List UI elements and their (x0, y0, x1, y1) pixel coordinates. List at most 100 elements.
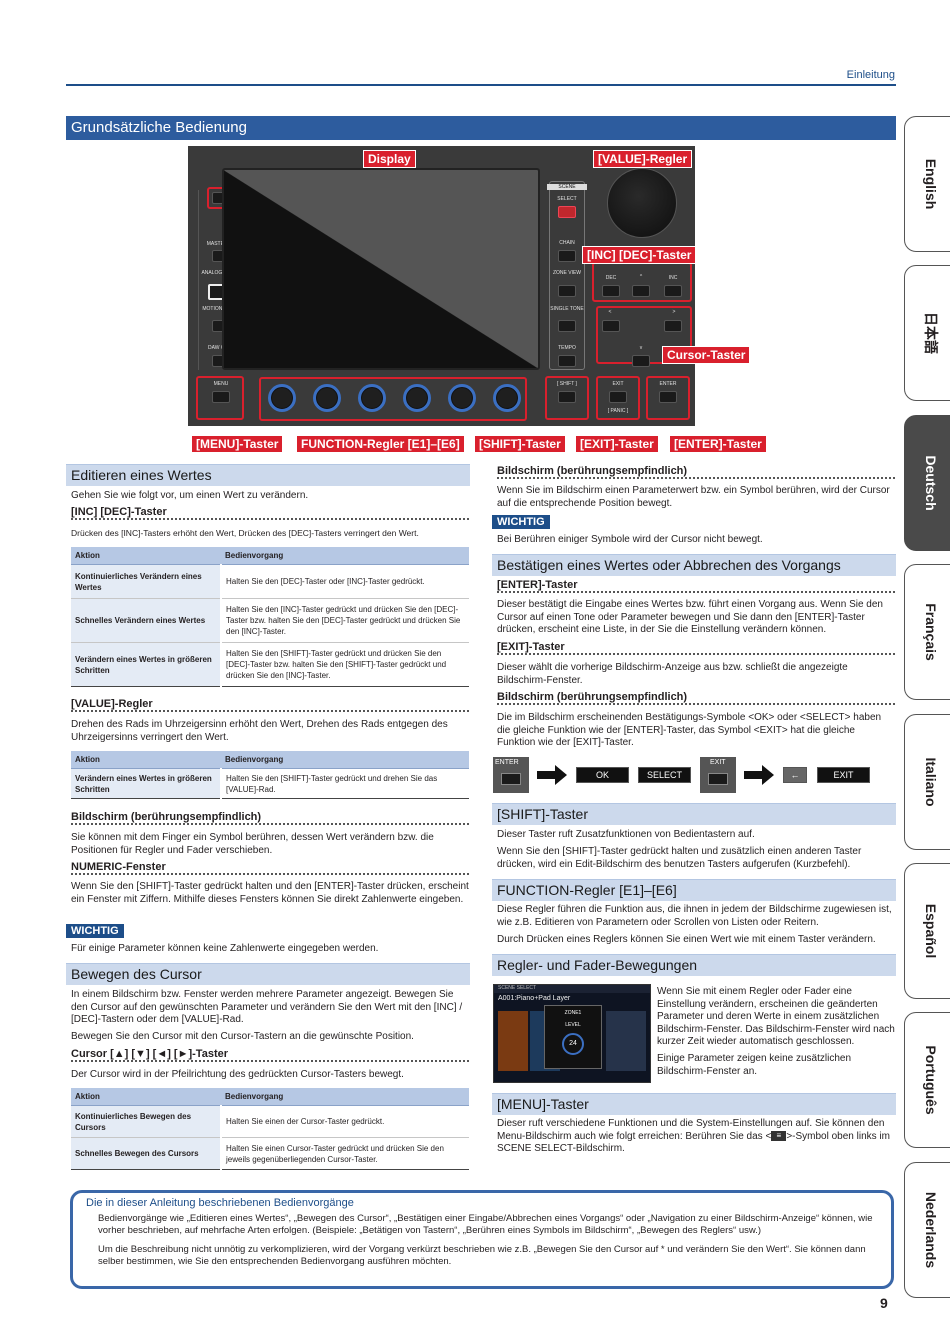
moves-p2: Einige Parameter zeigen keine zusätzlich… (657, 1053, 851, 1077)
language-tab[interactable]: Nederlands (904, 1162, 950, 1298)
function-knob-e3[interactable] (358, 384, 386, 412)
callout-cursor: Cursor-Taster (662, 346, 751, 364)
menu-button[interactable] (212, 391, 230, 403)
language-tab[interactable]: Français (904, 564, 950, 700)
function-knob-e1[interactable] (268, 384, 296, 412)
exit-heading: [EXIT]-Taster (497, 641, 895, 655)
shift-highlight (545, 376, 589, 420)
exit-screen-button[interactable]: EXIT (817, 767, 870, 783)
ok-button[interactable]: OK (576, 767, 629, 783)
cursor-left-button[interactable] (602, 320, 620, 332)
function-knob-e5[interactable] (448, 384, 476, 412)
language-tab[interactable]: English (904, 116, 950, 252)
menu-icon: ≡ (771, 1130, 787, 1141)
label-tempo: TEMPO (558, 345, 576, 351)
label-enter: ENTER (659, 381, 677, 387)
function-knobs-highlight (259, 377, 527, 421)
section-edit-value: Editieren eines Wertes (66, 464, 470, 486)
cursor-right-button[interactable] (664, 320, 682, 332)
callout-display: Display (363, 150, 416, 168)
shift-button[interactable] (558, 391, 576, 403)
language-tab-label: Français (923, 603, 939, 661)
enter-key-graphic: ENTER (493, 757, 529, 793)
display-screen[interactable] (222, 168, 540, 370)
touch-heading-confirm: Bildschirm (berührungsempfindlich) (497, 691, 895, 705)
callout-shift: [SHIFT]-Taster (474, 435, 566, 453)
language-tab-label: English (923, 158, 939, 210)
label-master-fx: MASTER FX (206, 241, 236, 247)
section-menu: [MENU]-Taster (492, 1093, 896, 1115)
col-header: Bedienvorgang (221, 547, 469, 565)
table-cell: Halten Sie einen Cursor-Taster gedrückt … (221, 1137, 469, 1170)
enter-heading: [ENTER]-Taster (497, 579, 895, 593)
exit-highlight (596, 376, 640, 420)
exit-button[interactable] (609, 391, 627, 403)
back-button[interactable]: ← (783, 767, 807, 783)
popup-zone: ZONE1 (564, 1010, 582, 1016)
arrow-right-icon (744, 765, 774, 785)
language-tab[interactable]: Deutsch (904, 415, 950, 551)
note-p1: Bedienvorgänge wie „Editieren eines Wert… (98, 1213, 873, 1236)
scene-select-button[interactable] (558, 206, 576, 218)
single-tone-button[interactable] (558, 320, 576, 332)
page-title: Grundsätzliche Bedienung (66, 116, 896, 140)
tempo-button[interactable] (558, 355, 576, 367)
wichtig-badge-left: WICHTIG (66, 924, 124, 938)
col-header: Aktion (71, 1088, 221, 1106)
value-text: Drehen des Rads im Uhrzeigersinn erhöht … (71, 719, 448, 743)
label-down: v (639, 345, 643, 351)
callout-exit: [EXIT]-Taster (575, 435, 659, 453)
shift-p1: Dieser Taster ruft Zusatzfunktionen von … (497, 829, 755, 840)
language-tab[interactable]: Português (904, 1012, 950, 1148)
language-tab-label: Nederlands (923, 1191, 939, 1269)
cursor-p2: Bewegen Sie den Cursor mit den Cursor-Ta… (71, 1031, 414, 1042)
language-tab-label: Português (923, 1045, 939, 1115)
label-single-tone: SINGLE TONE (550, 306, 584, 312)
cursor-up-button[interactable] (632, 285, 650, 297)
label-motional-pad: MOTIONAL PAD (202, 306, 240, 312)
table-cell: Halten Sie den [SHIFT]-Taster gedrückt u… (221, 768, 469, 799)
language-tab-label: Italiano (923, 757, 939, 807)
label-inc: INC (668, 275, 678, 281)
function-knob-e2[interactable] (313, 384, 341, 412)
function-knob-e6[interactable] (493, 384, 521, 412)
language-tab-label: Español (923, 903, 939, 959)
language-tab[interactable]: 日本語 (904, 265, 950, 401)
moves-p1: Wenn Sie mit einem Regler oder Fader ein… (657, 986, 895, 1047)
popup-screenshot: SCENE SELECT A001:Piano+Pad Layer ZONE1 … (493, 984, 651, 1083)
callout-enter: [ENTER]-Taster (669, 435, 767, 453)
select-button[interactable]: SELECT (638, 767, 691, 783)
exit-text: Dieser wählt die vorherige Bildschirm-An… (497, 662, 848, 686)
label-panic: [ PANIC ] (607, 408, 629, 414)
label-right: > (672, 309, 676, 315)
label-exit: EXIT (612, 381, 624, 387)
table-cell: Halten Sie den [SHIFT]-Taster gedrückt u… (221, 642, 469, 687)
section-confirm: Bestätigen eines Wertes oder Abbrechen d… (492, 554, 896, 576)
screenshot-topbar: SCENE SELECT (494, 985, 650, 993)
panel-divider (198, 190, 199, 370)
table-cell: Verändern eines Wertes in größeren Schri… (71, 642, 222, 687)
enter-highlight (646, 376, 690, 420)
language-tab[interactable]: Italiano (904, 714, 950, 850)
label-shift: [ SHIFT ] (557, 381, 577, 387)
function-knob-e4[interactable] (403, 384, 431, 412)
dec-button[interactable] (602, 285, 620, 297)
menu-p1: Dieser ruft verschiedene Funktionen und … (497, 1118, 890, 1154)
language-tab-label: 日本語 (923, 312, 939, 354)
table-cell: Halten Sie den [INC]-Taster gedrückt und… (221, 598, 469, 643)
zone-view-button[interactable] (558, 285, 576, 297)
chain-button[interactable] (558, 250, 576, 262)
exit-key-graphic: EXIT (700, 757, 736, 793)
enter-key-label: ENTER (495, 759, 519, 766)
enter-button[interactable] (659, 391, 677, 403)
language-tab[interactable]: Español (904, 863, 950, 999)
cursor-down-button[interactable] (632, 355, 650, 367)
callout-value: [VALUE]-Regler (593, 150, 693, 168)
scene-group-frame (549, 181, 585, 370)
arrow-right-icon (537, 765, 567, 785)
value-dial[interactable] (607, 168, 677, 238)
section-move-cursor: Bewegen des Cursor (66, 963, 470, 985)
label-analog-filter: ANALOG FILTER (201, 270, 241, 276)
inc-button[interactable] (664, 285, 682, 297)
